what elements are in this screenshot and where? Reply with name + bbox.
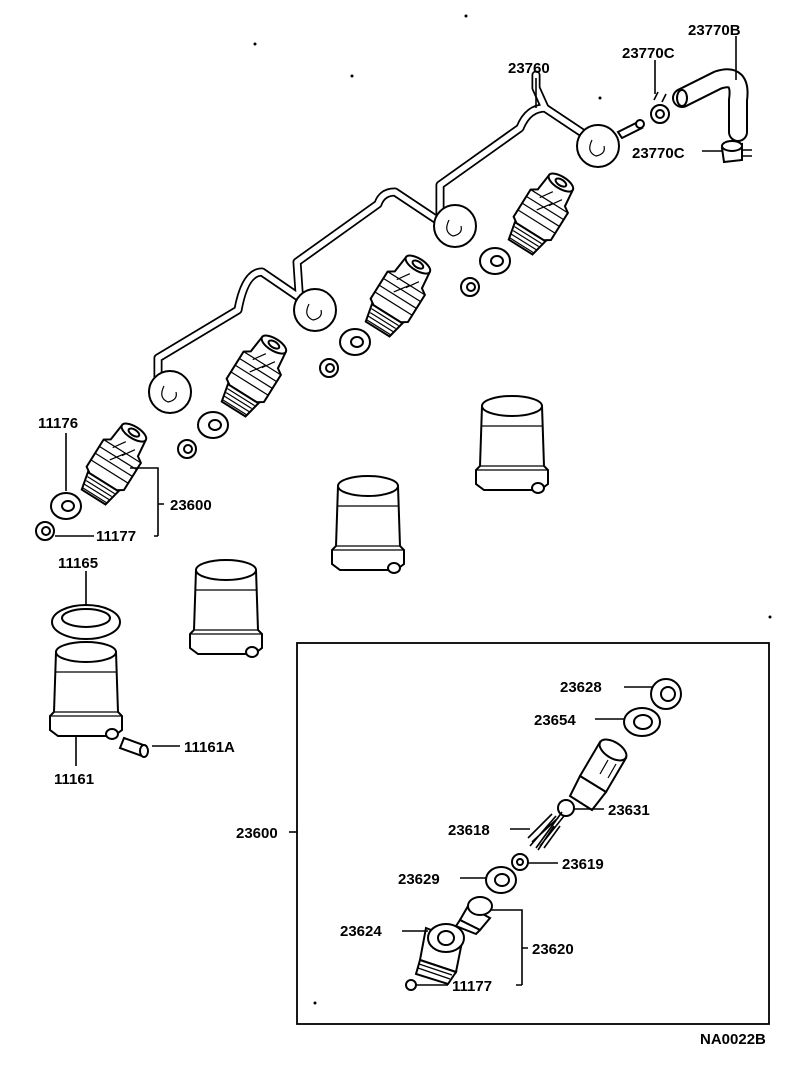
gasket-ring-11165 bbox=[51, 604, 121, 640]
injector-2 bbox=[213, 326, 297, 422]
combustion-chamber-11161 bbox=[49, 641, 123, 740]
label-11161A: 11161A bbox=[184, 739, 235, 756]
diagram-code: NA0022B bbox=[700, 1031, 766, 1048]
label-11165: 11165 bbox=[58, 555, 98, 572]
injector-holder-2 bbox=[189, 559, 263, 658]
label-23618: 23618 bbox=[448, 822, 490, 839]
injection-pipe-assembly bbox=[153, 70, 595, 383]
pipe-seat-1 bbox=[148, 370, 192, 414]
injector-holder-4 bbox=[475, 395, 549, 494]
label-23770B: 23770B bbox=[688, 22, 741, 39]
gasket-4 bbox=[479, 247, 511, 275]
pipe-seat-4 bbox=[576, 124, 620, 168]
small-gasket-4 bbox=[460, 277, 480, 297]
gasket-11177 bbox=[35, 521, 55, 541]
label-23654: 23654 bbox=[534, 712, 576, 729]
hose-clamp-right bbox=[720, 140, 752, 164]
speck-marks bbox=[253, 14, 772, 1005]
label-11177-upper: 11177 bbox=[96, 528, 136, 545]
small-gasket-2 bbox=[177, 439, 197, 459]
injector-1 bbox=[73, 414, 157, 510]
pipe-seat-3 bbox=[433, 204, 477, 248]
nut-23628 bbox=[650, 678, 682, 710]
label-23770C-top: 23770C bbox=[622, 45, 675, 62]
label-23629: 23629 bbox=[398, 871, 440, 888]
seat-23619 bbox=[511, 853, 529, 871]
label-23600-detail: 23600 bbox=[236, 825, 278, 842]
label-11176: 11176 bbox=[38, 415, 78, 432]
small-gasket-11177-detail bbox=[405, 979, 417, 991]
pin-11161A bbox=[118, 736, 149, 758]
hose-clamp-top bbox=[650, 91, 670, 124]
gasket-11176 bbox=[50, 492, 82, 520]
gasket-23654 bbox=[623, 707, 661, 737]
label-23620: 23620 bbox=[532, 941, 574, 958]
injector-3 bbox=[357, 246, 441, 342]
injector-holder-3 bbox=[331, 475, 405, 574]
overflow-fitting bbox=[616, 119, 645, 140]
detail-box bbox=[296, 642, 770, 1025]
spring-23618 bbox=[527, 811, 565, 851]
label-23631: 23631 bbox=[608, 802, 650, 819]
gasket-3 bbox=[339, 328, 371, 356]
gasket-2 bbox=[197, 411, 229, 439]
label-11161: 11161 bbox=[54, 771, 94, 788]
nozzle-23620 bbox=[454, 896, 493, 936]
washer-23629 bbox=[485, 866, 517, 894]
injector-4 bbox=[500, 164, 584, 260]
label-23600-upper: 23600 bbox=[170, 497, 212, 514]
label-11177-detail: 11177 bbox=[452, 978, 492, 995]
label-23770C-right: 23770C bbox=[632, 145, 685, 162]
pipe-seat-2 bbox=[293, 288, 337, 332]
leader-lines bbox=[55, 36, 737, 986]
small-gasket-3 bbox=[319, 358, 339, 378]
overflow-hose bbox=[672, 68, 749, 142]
nozzle-holder-body bbox=[568, 738, 628, 812]
label-23624: 23624 bbox=[340, 923, 382, 940]
label-23619: 23619 bbox=[562, 856, 604, 873]
label-23628: 23628 bbox=[560, 679, 602, 696]
nozzle-body-23624 bbox=[414, 923, 465, 986]
label-23760: 23760 bbox=[508, 60, 550, 77]
